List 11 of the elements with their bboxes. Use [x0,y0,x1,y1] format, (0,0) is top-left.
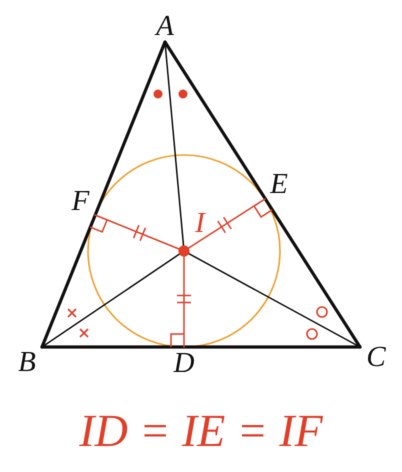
caption: ID = IE = IF [79,404,323,457]
point-label: D [170,347,198,379]
segment-line [94,214,190,256]
triangle-side [40,345,362,349]
triangle-side [163,40,362,349]
point-label: B [12,347,42,377]
point-label: C [360,341,392,373]
point-label: E [265,169,293,199]
point-label: A [151,10,179,42]
point-label: I [187,208,213,238]
point-label: F [66,187,95,215]
